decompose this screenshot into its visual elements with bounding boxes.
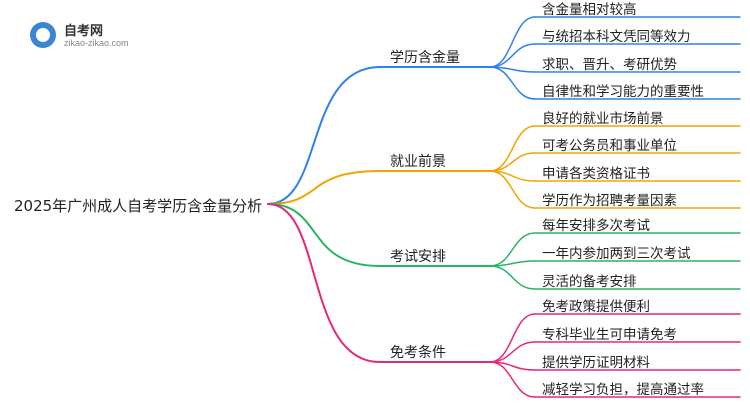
site-logo: 自考网 zikao-zikao.com	[30, 18, 170, 54]
leaf-node: 减轻学习负担，提高通过率	[542, 382, 704, 398]
branch-connector	[267, 203, 381, 267]
branch-connector	[267, 203, 381, 363]
branch-node: 就业前景	[390, 154, 446, 170]
branch-connector	[267, 170, 381, 205]
leaf-node: 可考公务员和事业单位	[542, 138, 677, 154]
leaf-connector	[489, 341, 536, 363]
leaf-node: 与统招本科文凭同等效力	[542, 29, 691, 45]
leaf-node: 申请各类资格证书	[542, 166, 650, 182]
leaf-node: 每年安排多次考试	[542, 218, 650, 234]
leaf-connector	[489, 152, 536, 172]
leaf-node: 免考政策提供便利	[542, 299, 650, 315]
branch-connector	[267, 66, 381, 205]
leaf-node: 一年内参加两到三次考试	[542, 246, 691, 262]
branch-node: 学历含金量	[390, 50, 460, 66]
leaf-connector	[489, 66, 536, 100]
leaf-connector	[489, 361, 536, 398]
leaf-connector	[489, 265, 536, 290]
leaf-node: 含金量相对较高	[542, 2, 637, 18]
leaf-node: 专科毕业生可申请免考	[542, 327, 677, 343]
branch-node: 考试安排	[390, 249, 446, 265]
leaf-node: 良好的就业市场前景	[542, 111, 664, 127]
leaf-connector	[489, 125, 536, 172]
logo-icon	[30, 22, 56, 48]
branch-node: 免考条件	[390, 345, 446, 361]
logo-title: 自考网	[64, 24, 104, 39]
leaf-connector	[489, 16, 536, 68]
leaf-node: 提供学历证明材料	[542, 355, 650, 371]
logo-subtitle: zikao-zikao.com	[64, 38, 129, 48]
leaf-connector	[489, 43, 536, 68]
leaf-connector	[489, 170, 536, 209]
root-node: 2025年广州成人自考学历含金量分析	[14, 197, 263, 215]
leaf-connector	[489, 260, 536, 267]
leaf-node: 灵活的备考安排	[542, 274, 637, 290]
leaf-connector	[489, 313, 536, 363]
leaf-node: 求职、晋升、考研优势	[542, 57, 677, 73]
leaf-node: 学历作为招聘考量因素	[542, 193, 677, 209]
leaf-node: 自律性和学习能力的重要性	[542, 84, 704, 100]
leaf-connector	[489, 232, 536, 267]
